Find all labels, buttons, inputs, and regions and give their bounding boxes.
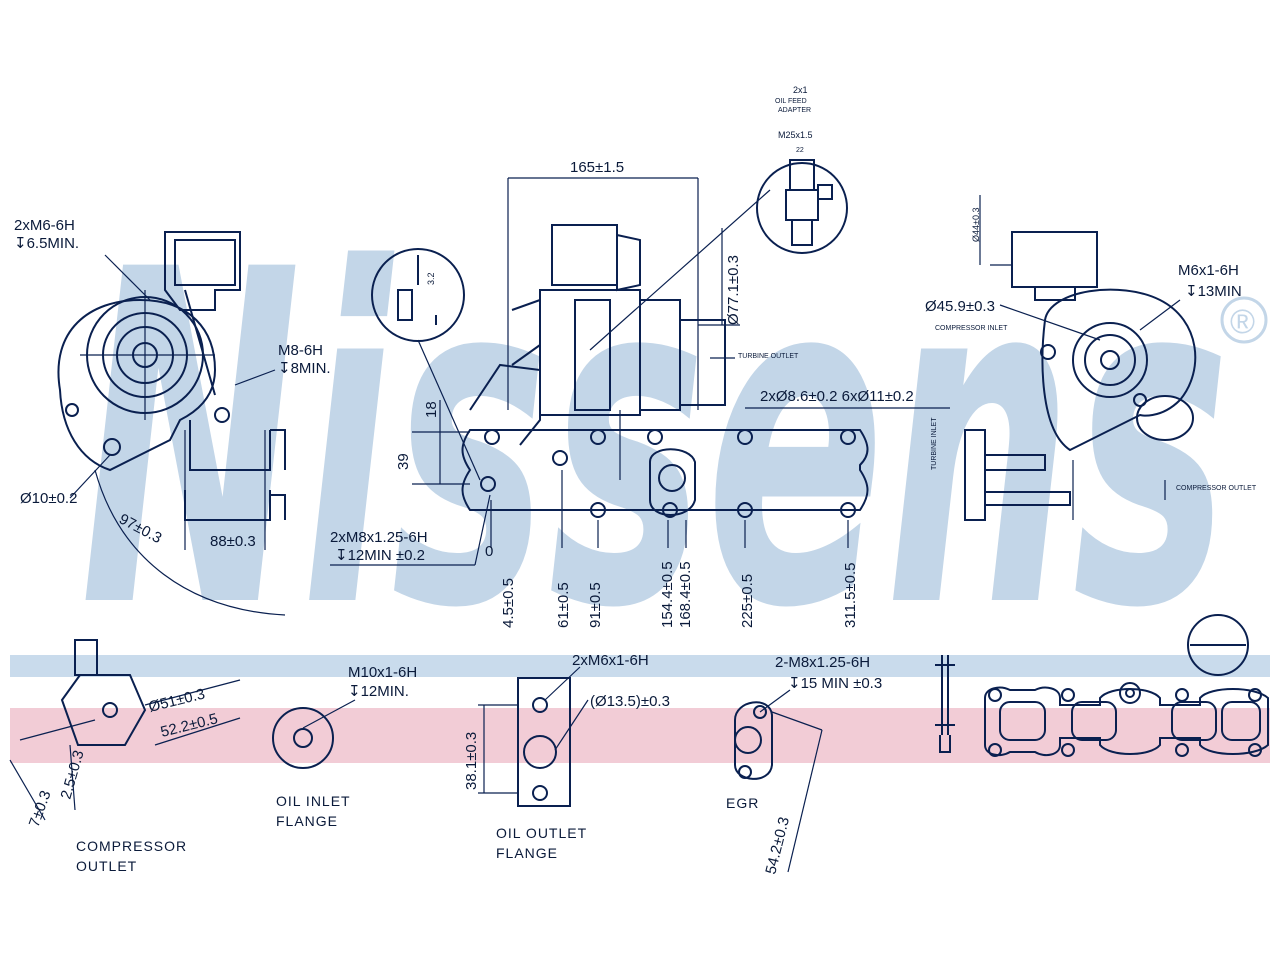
adapter-count: 2x1 bbox=[793, 85, 808, 95]
oil-outlet-subtitle: FLANGE bbox=[496, 845, 558, 861]
left-view bbox=[57, 231, 286, 616]
egr-title: EGR bbox=[726, 795, 759, 811]
adapter-line1: OIL FEED bbox=[775, 98, 807, 105]
dim-holes: 2xØ8.6±0.2 6xØ11±0.2 bbox=[760, 388, 914, 405]
registered-mark: ® bbox=[1230, 303, 1255, 341]
compressor-outlet-subtitle: OUTLET bbox=[76, 858, 137, 874]
dim-39: 39 bbox=[395, 453, 412, 470]
egr-flange bbox=[734, 689, 823, 873]
left-d88: 88±0.3 bbox=[210, 533, 256, 550]
right-d45: Ø45.9±0.3 bbox=[925, 298, 995, 315]
dim-18: 18 bbox=[423, 401, 440, 418]
adapter-thread: M25x1.5 bbox=[778, 130, 813, 140]
egr-thread: 2-M8x1.25-6H bbox=[775, 654, 870, 671]
x-tick-label: 154.4±0.5 bbox=[659, 561, 676, 628]
right-view bbox=[964, 195, 1197, 521]
oil-outlet-thread: 2xM6x1-6H bbox=[572, 652, 649, 669]
adapter-line2: ADAPTER bbox=[778, 107, 811, 114]
oil-inlet-title: OIL INLET bbox=[276, 793, 351, 809]
left-m6-depth: ↧6.5MIN. bbox=[14, 235, 79, 252]
left-m6-thread: 2xM6-6H bbox=[14, 217, 75, 234]
x-tick-label: 168.4±0.5 bbox=[677, 561, 694, 628]
compressor-outlet-flange bbox=[9, 639, 241, 821]
gasket-set bbox=[935, 614, 1269, 757]
right-m6-thread: M6x1-6H bbox=[1178, 262, 1239, 279]
adapter-nut: 22 bbox=[796, 147, 804, 154]
oil-inlet-flange bbox=[272, 699, 356, 769]
turbine-inlet-label: TURBINE INLET bbox=[931, 417, 938, 470]
registered-mark-circle bbox=[1220, 296, 1268, 344]
pink-band bbox=[10, 708, 1270, 763]
x-tick-label: 311.5±0.5 bbox=[842, 562, 859, 628]
oil-outlet-flange bbox=[478, 666, 589, 807]
right-m6-depth: ↧13MIN bbox=[1185, 283, 1242, 300]
left-m8-thread: M8-6H bbox=[278, 342, 323, 359]
egr-d54: 54.2±0.3 bbox=[762, 815, 793, 876]
oil-outlet-bore: (Ø13.5)±0.3 bbox=[590, 693, 670, 710]
blue-band bbox=[10, 655, 1270, 677]
compressor-outlet-title: COMPRESSOR bbox=[76, 838, 187, 854]
x-tick-label: 4.5±0.5 bbox=[500, 578, 517, 628]
detail-zoom-circle bbox=[371, 248, 481, 481]
x-tick-label: 61±0.5 bbox=[555, 582, 572, 628]
dim-stud: 2xM8x1.25-6H bbox=[330, 529, 428, 546]
x-tick-label: 225±0.5 bbox=[739, 574, 756, 628]
watermark-brand: Nissens bbox=[80, 174, 1230, 709]
left-m8-depth: ↧8MIN. bbox=[278, 360, 331, 377]
oil-inlet-thread: M10x1-6H bbox=[348, 664, 417, 681]
oil-inlet-depth: ↧12MIN. bbox=[348, 683, 409, 700]
right-d44: Ø44±0.3 bbox=[971, 208, 981, 242]
detail-d32: 3.2 bbox=[426, 272, 436, 285]
left-d10: Ø10±0.2 bbox=[20, 490, 77, 507]
dim-stud-depth: ↧12MIN ±0.2 bbox=[335, 547, 425, 564]
oil-feed-adapter bbox=[589, 159, 848, 351]
egr-depth: ↧15 MIN ±0.3 bbox=[788, 675, 882, 692]
x-tick-label: 91±0.5 bbox=[587, 582, 604, 628]
dim-165: 165±1.5 bbox=[570, 159, 624, 176]
turbine-outlet-label: TURBINE OUTLET bbox=[738, 353, 799, 360]
oil-outlet-title: OIL OUTLET bbox=[496, 825, 587, 841]
compressor-inlet-label: COMPRESSOR INLET bbox=[935, 325, 1008, 332]
compressor-outlet-label: COMPRESSOR OUTLET bbox=[1176, 485, 1257, 492]
oil-inlet-subtitle: FLANGE bbox=[276, 813, 338, 829]
oil-outlet-d38: 38.1±0.3 bbox=[463, 732, 480, 790]
center-view bbox=[330, 177, 950, 566]
dim-77: Ø77.1±0.3 bbox=[725, 255, 742, 325]
dim-zero: 0 bbox=[485, 543, 493, 560]
